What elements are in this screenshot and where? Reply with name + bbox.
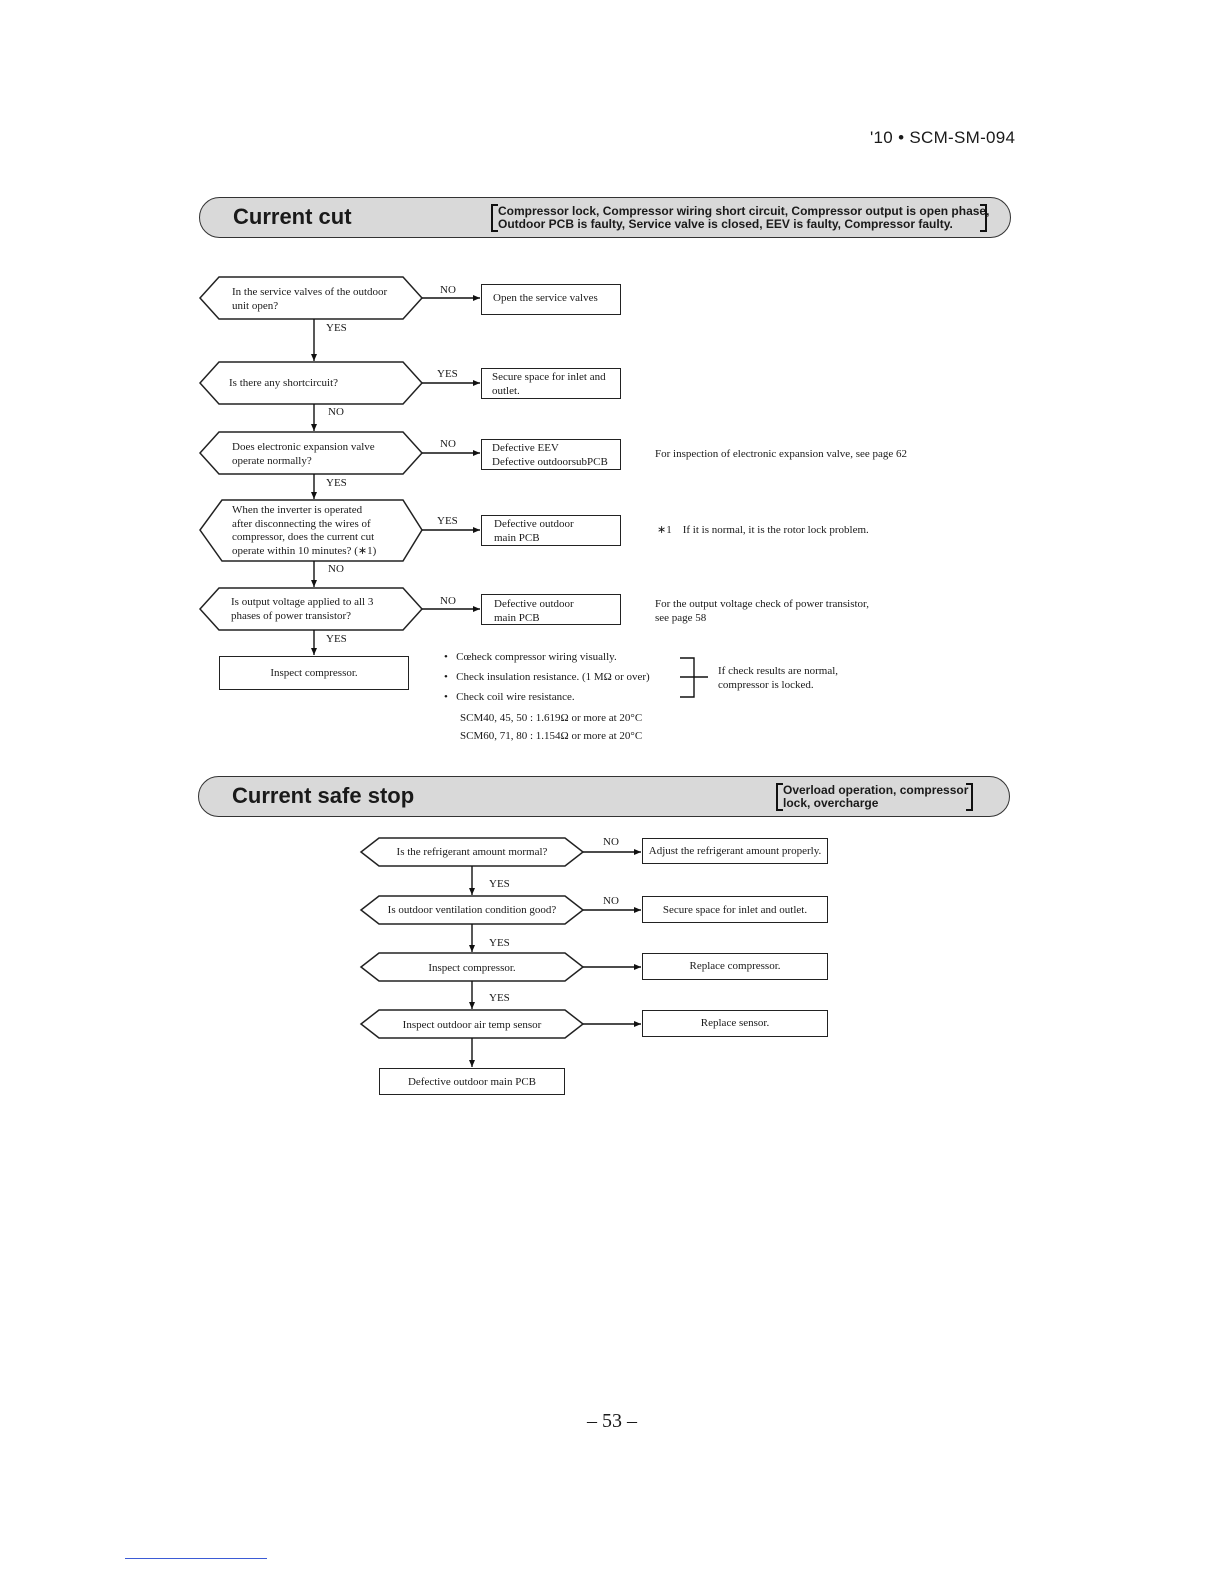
causes-line-2: lock, overcharge bbox=[783, 796, 879, 810]
decision-diamond-5 bbox=[198, 587, 424, 631]
s2-decision-3 bbox=[359, 952, 585, 982]
page-number: – 53 – bbox=[587, 1410, 637, 1432]
s2-decision-4 bbox=[359, 1009, 585, 1039]
question-ventilation: Is outdoor ventilation condition good? bbox=[387, 904, 557, 916]
s2-decision-1 bbox=[359, 837, 585, 867]
edge-label-no: NO bbox=[603, 895, 619, 907]
edge-label-yes: YES bbox=[489, 937, 510, 949]
list-item: • Cœheck compressor wiring visually. bbox=[444, 651, 617, 663]
causes-line-1: Overload operation, compressor bbox=[783, 783, 969, 797]
question-refrigerant: Is the refrigerant amount mormal? bbox=[396, 846, 548, 858]
section-banner-current-cut bbox=[199, 197, 1011, 238]
step-inspect-compressor: Inspect compressor. bbox=[428, 962, 516, 974]
note-output-voltage: For the output voltage check of power tr… bbox=[655, 598, 870, 624]
edge-label-no: NO bbox=[440, 595, 456, 607]
bracket-left bbox=[776, 783, 783, 811]
edge-label-no: NO bbox=[328, 406, 344, 418]
check-result-note: If check results are normal, compressor … bbox=[718, 665, 839, 691]
question-output-voltage: Is output voltage applied to all 3 phase… bbox=[231, 596, 374, 622]
note-eev-inspection: For inspection of electronic expansion v… bbox=[655, 448, 908, 460]
causes-line-2: Outdoor PCB is faulty, Service valve is … bbox=[498, 217, 953, 231]
result-defective-eev: Defective EEV Defective outdoorsubPCB bbox=[481, 439, 621, 470]
edge-label-yes: YES bbox=[326, 633, 347, 645]
spec-scm40-50: SCM40, 45, 50 : 1.619Ω or more at 20°C bbox=[460, 712, 643, 724]
decision-diamond-3 bbox=[198, 431, 424, 475]
section-title-current-safe-stop: Current safe stop bbox=[232, 783, 415, 808]
footer-divider bbox=[125, 1558, 267, 1559]
bracket-right bbox=[980, 204, 987, 232]
decision-diamond-2 bbox=[198, 361, 424, 405]
edge-label-no: NO bbox=[440, 284, 456, 296]
edge-label-yes: YES bbox=[437, 515, 458, 527]
step-inspect-sensor: Inspect outdoor air temp sensor bbox=[402, 1019, 542, 1031]
result-defective-main-pcb: Defective outdoor main PCB bbox=[481, 594, 621, 625]
question-eev: Does electronic expansion valve operate … bbox=[232, 441, 375, 467]
bracket-right bbox=[966, 783, 973, 811]
causes-line-1: Compressor lock, Compressor wiring short… bbox=[498, 204, 990, 218]
edge-label-no: NO bbox=[440, 438, 456, 450]
note-rotor-lock: ∗1 If it is normal, it is the rotor lock… bbox=[657, 524, 869, 536]
section-title-current-cut: Current cut bbox=[233, 204, 352, 229]
result-replace-sensor: Replace sensor. bbox=[642, 1010, 828, 1037]
edge-label-no: NO bbox=[603, 836, 619, 848]
result-defective-main-pcb: Defective outdoor main PCB bbox=[481, 515, 621, 546]
spec-scm60-80: SCM60, 71, 80 : 1.154Ω or more at 20°C bbox=[460, 730, 643, 742]
list-item: • Check insulation resistance. (1 MΩ or … bbox=[444, 671, 650, 683]
edge-label-yes: YES bbox=[326, 477, 347, 489]
final-defective-main-pcb: Defective outdoor main PCB bbox=[379, 1068, 565, 1095]
edge-label-yes: YES bbox=[326, 322, 347, 334]
result-open-service-valves: Open the service valves bbox=[481, 284, 621, 315]
bracket-left bbox=[491, 204, 498, 232]
edge-label-yes: YES bbox=[489, 878, 510, 890]
edge-label-yes: YES bbox=[437, 368, 458, 380]
result-replace-compressor: Replace compressor. bbox=[642, 953, 828, 980]
result-adjust-refrigerant: Adjust the refrigerant amount properly. bbox=[642, 838, 828, 864]
decision-diamond-4 bbox=[199, 499, 423, 562]
check-list: • Cœheck compressor wiring visually. • C… bbox=[444, 651, 650, 711]
document-code: '10 • SCM-SM-094 bbox=[870, 128, 1016, 147]
edge-label-no: NO bbox=[328, 563, 344, 575]
s2-decision-2 bbox=[359, 895, 585, 925]
question-inverter: When the inverter is operated after disc… bbox=[232, 504, 377, 557]
result-secure-space: Secure space for inlet and outlet. bbox=[481, 368, 621, 399]
question-shortcircuit: Is there any shortcircuit? bbox=[229, 377, 339, 389]
decision-diamond-1 bbox=[198, 276, 424, 320]
final-inspect-compressor: Inspect compressor. bbox=[219, 656, 409, 690]
edge-label-yes: YES bbox=[489, 992, 510, 1004]
question-service-valves: In the service valves of the outdoor uni… bbox=[232, 286, 388, 312]
result-secure-space: Secure space for inlet and outlet. bbox=[642, 896, 828, 923]
list-item: • Check coil wire resistance. bbox=[444, 691, 575, 703]
section-banner-current-safe-stop bbox=[198, 776, 1010, 817]
